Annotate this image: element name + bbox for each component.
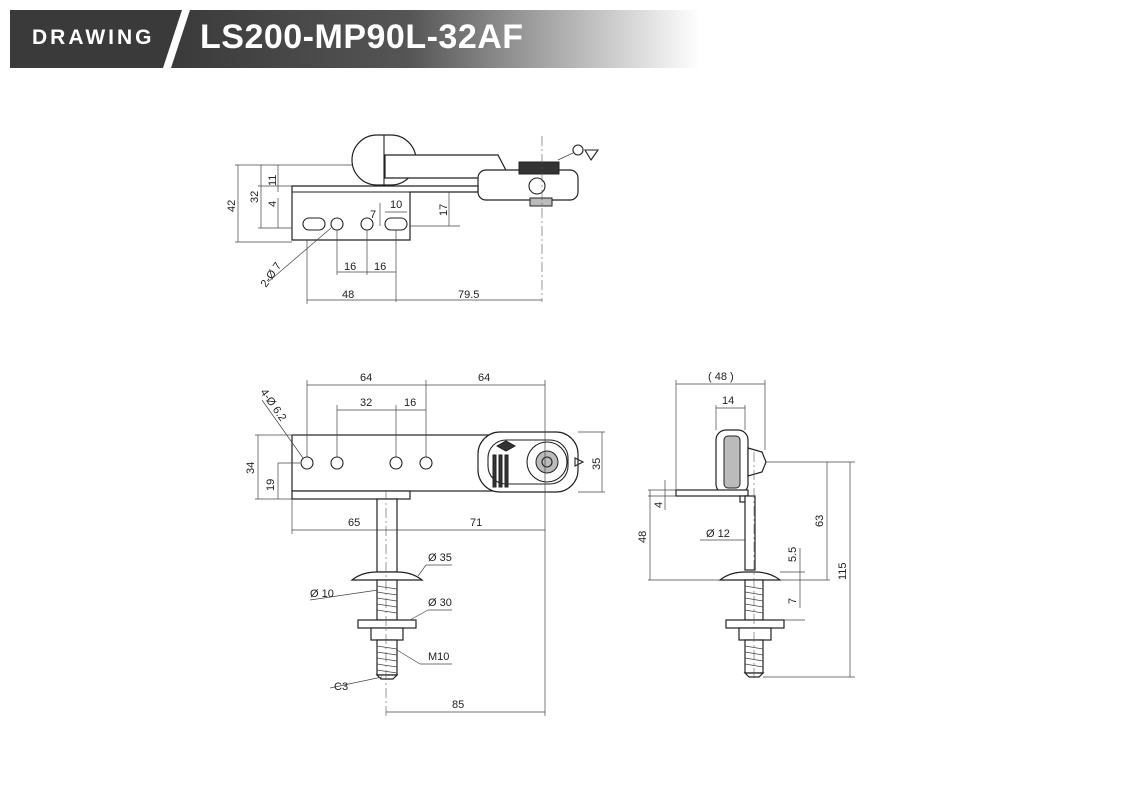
part-number-title: LS200-MP90L-32AF [200, 18, 524, 56]
dim-side-7: 7 [787, 598, 799, 604]
header-label: DRAWING [32, 26, 155, 49]
dim-side-4: 4 [653, 502, 665, 508]
dim-front-85: 85 [452, 699, 464, 711]
dim-top-32: 32 [249, 191, 261, 203]
dim-front-19: 19 [265, 479, 277, 491]
dim-front-64b: 64 [478, 372, 490, 384]
dim-side-63: 63 [814, 515, 826, 527]
callout-flange-dia-35: Ø 35 [428, 552, 452, 564]
dim-front-32: 32 [360, 397, 372, 409]
dim-top-16a: 16 [344, 261, 356, 273]
dim-side-48: 48 [637, 531, 649, 543]
front-view-dimension-labels: 64 64 32 16 34 19 35 65 71 85 4-Ø 6.2 Ø … [245, 372, 603, 711]
header-background [10, 10, 700, 68]
dim-front-65: 65 [348, 517, 360, 529]
dim-top-7: 7 [370, 209, 376, 221]
dim-front-64a: 64 [360, 372, 372, 384]
side-view [648, 380, 855, 680]
dim-top-17: 17 [438, 204, 450, 216]
dim-front-71: 71 [470, 517, 482, 529]
dim-front-35: 35 [591, 458, 603, 470]
dim-top-11: 11 [267, 175, 279, 186]
callout-stem-dia-10: Ø 10 [310, 588, 334, 600]
dim-top-79-5: 79.5 [458, 289, 479, 301]
dim-side-115: 115 [837, 562, 849, 580]
dim-side-dia-12: Ø 12 [706, 528, 730, 540]
top-view [235, 134, 600, 304]
dim-top-16b: 16 [374, 261, 386, 273]
dim-top-4: 4 [267, 201, 279, 207]
dim-top-48: 48 [342, 289, 354, 301]
dim-front-34: 34 [245, 462, 257, 474]
dim-front-16: 16 [404, 397, 416, 409]
dim-side-14: 14 [722, 395, 734, 407]
callout-chamfer-c3: C3 [334, 681, 348, 693]
drawing-header: DRAWING LS200-MP90L-32AF [10, 10, 700, 68]
side-view-dimension-labels: ( 48 ) 14 4 48 Ø 12 63 5.5 7 115 [637, 371, 849, 604]
callout-thread-m10: M10 [428, 651, 449, 663]
front-view [255, 380, 605, 716]
callout-washer-dia-30: Ø 30 [428, 597, 452, 609]
top-hole-callout: 2-Ø 7 [259, 260, 285, 289]
dim-side-48-ref: ( 48 ) [708, 371, 734, 383]
dim-side-5-5: 5.5 [787, 547, 799, 562]
dim-top-42: 42 [226, 200, 238, 212]
dim-top-10: 10 [390, 199, 402, 211]
front-hole-callout: 4-Ø 6.2 [258, 387, 289, 424]
